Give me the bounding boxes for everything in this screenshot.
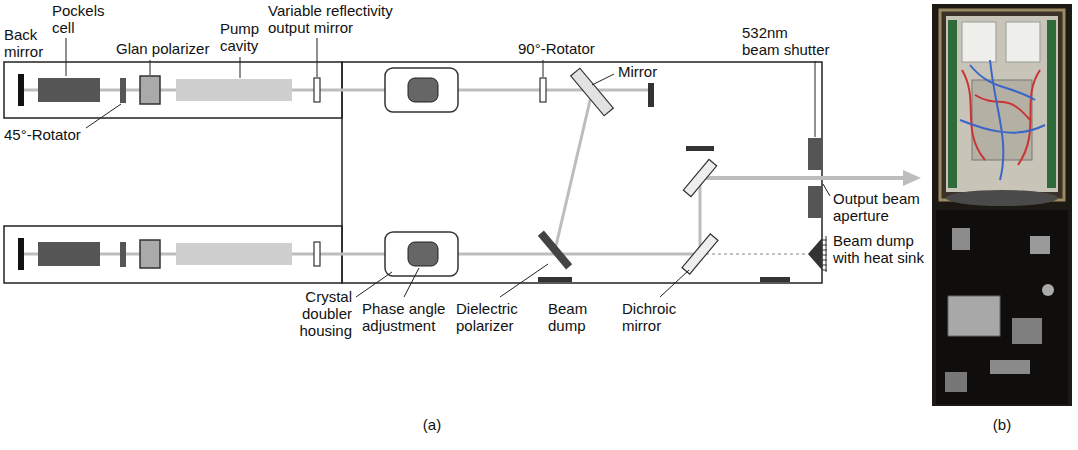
photo-mount bbox=[945, 372, 967, 392]
part-label: Dielectric polarizer bbox=[456, 300, 518, 334]
beam bbox=[699, 178, 702, 254]
photo-wires bbox=[962, 70, 1040, 165]
beam-shutter bbox=[808, 138, 822, 170]
turning-mirror bbox=[683, 159, 716, 196]
beam bbox=[24, 89, 651, 92]
fin bbox=[822, 265, 827, 266]
fin bbox=[822, 255, 827, 256]
fin bbox=[822, 260, 827, 261]
photo-doubler bbox=[948, 296, 1000, 336]
photo-knob bbox=[1042, 284, 1054, 296]
panel-label: (a) bbox=[423, 416, 441, 433]
leader-line bbox=[815, 61, 816, 137]
part-label: Mirror bbox=[618, 63, 657, 80]
laser-photo bbox=[932, 4, 1072, 406]
output-arrowhead bbox=[903, 170, 921, 186]
part-label: Output beam aperture bbox=[833, 190, 920, 224]
part-label: Beam dump bbox=[548, 300, 587, 334]
rotator-90 bbox=[540, 78, 546, 102]
photo-mount bbox=[952, 228, 970, 250]
heat-sink-fins bbox=[822, 236, 827, 272]
leader-lines bbox=[66, 38, 830, 297]
leader-line bbox=[500, 264, 548, 297]
photo-case bbox=[940, 10, 1064, 200]
photo-plate bbox=[936, 210, 1068, 404]
leader-line bbox=[150, 60, 151, 75]
beam bbox=[555, 92, 592, 250]
beam-dump bbox=[686, 146, 714, 151]
laser-head bbox=[18, 232, 458, 276]
part-label: Back mirror bbox=[4, 26, 43, 60]
beam-dump bbox=[760, 277, 790, 282]
part-label: Phase angle adjustment bbox=[362, 300, 445, 334]
photo-mount bbox=[1030, 236, 1050, 254]
leader-line bbox=[317, 38, 318, 77]
output-beam bbox=[700, 176, 905, 180]
leader-line bbox=[660, 270, 689, 297]
part-label: Crystal doubler housing bbox=[299, 288, 352, 339]
part-label: Beam dump with heat sink bbox=[833, 232, 924, 266]
fin bbox=[826, 236, 827, 272]
fin bbox=[822, 240, 827, 241]
part-label: 45°-Rotator bbox=[4, 126, 81, 143]
photo-chassis bbox=[946, 16, 1058, 192]
end-mirror bbox=[648, 83, 654, 107]
leader-line bbox=[356, 272, 392, 297]
leader-line bbox=[404, 268, 419, 297]
part-label: 532nm beam shutter bbox=[742, 24, 830, 58]
leader-line bbox=[543, 60, 544, 77]
fin bbox=[822, 245, 827, 246]
leader-line bbox=[592, 74, 614, 85]
photo-board bbox=[1047, 20, 1056, 188]
photo-module bbox=[962, 22, 996, 62]
dielectric-polarizer bbox=[538, 231, 572, 270]
panel-label: (b) bbox=[993, 416, 1011, 433]
photo-module bbox=[1006, 22, 1040, 62]
laser-head bbox=[18, 68, 458, 112]
leader-line bbox=[823, 184, 830, 196]
part-label: Dichroic mirror bbox=[622, 300, 676, 334]
beam-dump bbox=[538, 277, 572, 282]
leader-line bbox=[240, 57, 241, 78]
part-label: Pockels cell bbox=[52, 2, 105, 36]
leader-line bbox=[86, 104, 121, 128]
dichroic-mirror bbox=[682, 234, 718, 274]
part-label: Pump cavity bbox=[220, 20, 259, 54]
fin bbox=[822, 250, 827, 251]
photo-board bbox=[948, 20, 957, 188]
leader-line bbox=[66, 38, 67, 76]
photo-wires bbox=[960, 60, 1045, 180]
photo-mount bbox=[990, 360, 1030, 374]
part-label: Variable reflectivity output mirror bbox=[268, 2, 393, 36]
photo-flange bbox=[946, 190, 1058, 206]
photo-ground bbox=[932, 4, 1072, 406]
heat-sink-dump bbox=[808, 238, 822, 270]
photo-mount bbox=[1012, 318, 1042, 344]
fold-mirror bbox=[571, 68, 614, 116]
part-label: 90°-Rotator bbox=[518, 40, 595, 57]
photo-tray bbox=[972, 80, 1032, 160]
fin bbox=[822, 270, 827, 271]
residual-beam bbox=[700, 253, 806, 254]
beam-shutter bbox=[808, 186, 822, 218]
part-label: Glan polarizer bbox=[116, 40, 209, 57]
